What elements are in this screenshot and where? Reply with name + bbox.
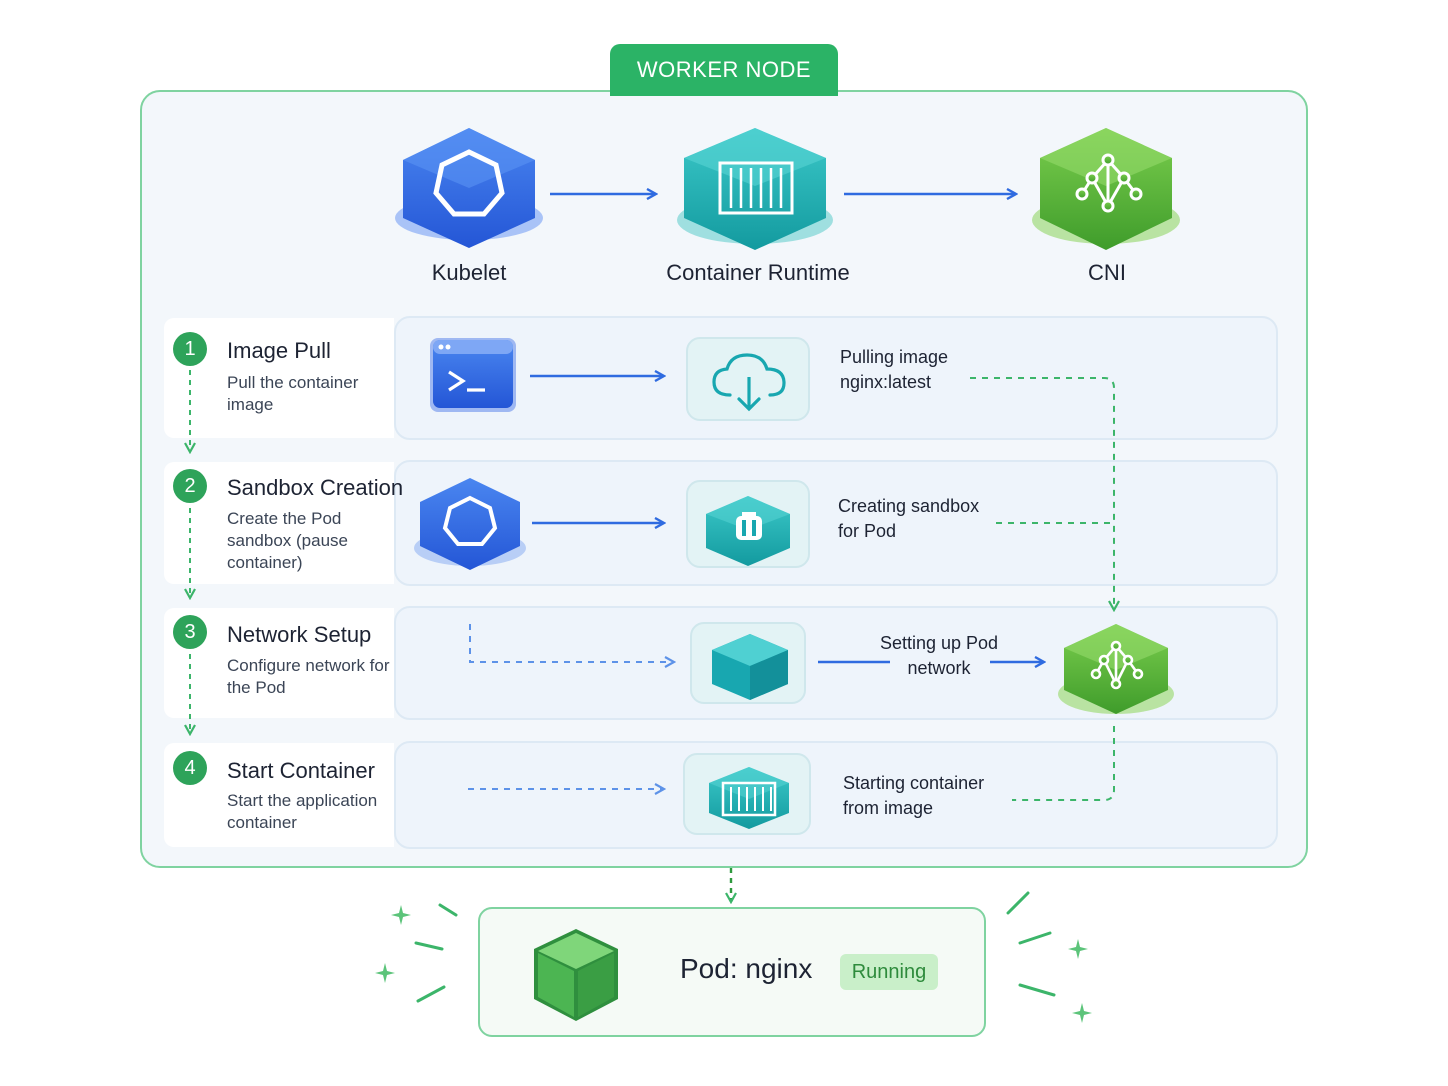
pod-status-badge: Running xyxy=(840,954,938,990)
sandbox-tile xyxy=(686,480,810,568)
step-4-status: Starting container from image xyxy=(843,773,985,818)
step-1-title: Image Pull xyxy=(227,338,331,363)
sparkle-right xyxy=(1006,891,1092,1023)
cloud-download-tile xyxy=(686,337,810,421)
cni-network-icon xyxy=(1058,624,1174,714)
step-4-description: Start the application container xyxy=(227,791,378,832)
network-setup-dashed-arrow xyxy=(469,624,674,662)
sparkle-icon xyxy=(1072,1003,1092,1023)
step-3-description: Configure network for the Pod xyxy=(227,656,390,697)
terminal-icon xyxy=(430,338,516,412)
container-tile xyxy=(683,753,811,835)
step-1-description: Pull the container image xyxy=(227,373,359,414)
step-4-row xyxy=(394,741,1278,849)
sparkle-icon xyxy=(391,905,411,925)
pod-cube-icon xyxy=(534,929,618,1021)
cloud-download-icon xyxy=(712,353,786,412)
step-3-number: 3 xyxy=(173,615,207,649)
container-icon xyxy=(709,767,789,829)
step-4-number: 4 xyxy=(173,751,207,785)
sandbox-icon xyxy=(706,496,790,566)
cube-tile xyxy=(690,622,806,704)
kubelet-icon xyxy=(395,128,543,248)
sparkle-icon xyxy=(375,963,395,983)
container-runtime-label: Container Runtime xyxy=(666,260,850,285)
sandbox-kubelet-icon xyxy=(414,478,526,570)
step-1-status: Pulling image nginx:latest xyxy=(840,347,949,392)
image-to-cni-connector xyxy=(970,377,1114,610)
step-4-title: Start Container xyxy=(227,758,375,783)
sparkle-icon xyxy=(1068,939,1088,959)
cube-icon xyxy=(712,634,788,700)
step-2-title: Sandbox Creation xyxy=(227,475,404,500)
worker-node-label: WORKER NODE xyxy=(610,44,838,96)
step-2-status: Creating sandbox for Pod xyxy=(838,496,980,541)
cni-to-start-connector xyxy=(1012,726,1115,801)
kubelet-label: Kubelet xyxy=(431,260,507,285)
container-runtime-icon xyxy=(677,128,833,250)
step-1-row xyxy=(394,316,1278,440)
cni-icon xyxy=(1032,128,1180,250)
step-2-description: Create the Pod sandbox (pause container) xyxy=(227,509,348,572)
sparkle-left xyxy=(375,903,458,1003)
step-2-number: 2 xyxy=(173,469,207,503)
cni-label: CNI xyxy=(1088,260,1126,285)
pod-name: Pod: nginx xyxy=(680,953,813,984)
step-1-number: 1 xyxy=(173,332,207,366)
step-3-status: Setting up Pod network xyxy=(879,633,999,678)
step-3-title: Network Setup xyxy=(227,622,372,647)
